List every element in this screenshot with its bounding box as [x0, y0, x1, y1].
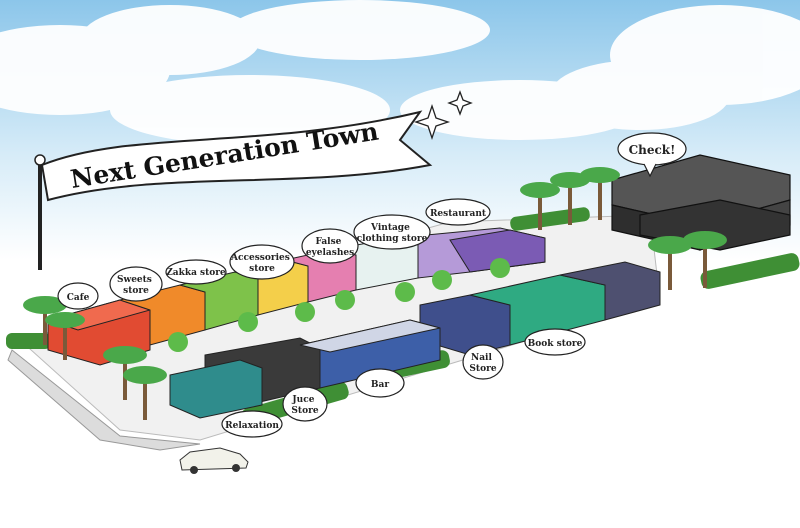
building-highlight — [611, 154, 791, 251]
store-label-book: Book store — [524, 328, 586, 356]
banner-flag — [40, 110, 433, 202]
svg-text:Juce Store: Juce Store — [291, 395, 318, 416]
sparkle-icon — [413, 90, 473, 141]
store-label-false-eyelashes: False eyelashes — [301, 228, 359, 264]
store-label-vintage: Vintage clothing store — [353, 214, 431, 250]
banner-pole — [38, 160, 42, 270]
svg-text:Vintage clothing store: Vintage clothing store — [357, 223, 428, 244]
store-label-nail: Nail Store — [462, 344, 504, 380]
car-icon — [179, 447, 249, 474]
store-label-accessories: Accessories store — [229, 244, 295, 280]
round-trees — [168, 258, 510, 352]
svg-text:False eyelashes: False eyelashes — [306, 237, 354, 258]
svg-text:Nail Store: Nail Store — [469, 353, 496, 374]
svg-text:Sweets store: Sweets store — [117, 275, 155, 296]
check-label: Check! — [629, 143, 676, 157]
store-label-bar: Bar — [355, 368, 405, 398]
front-right-shops — [419, 261, 661, 356]
store-label-juice: Juce Store — [282, 386, 328, 422]
check-callout: Check! — [617, 132, 687, 178]
clouds — [0, 0, 800, 145]
svg-text:Book store: Book store — [528, 339, 583, 349]
store-label-relaxation: Relaxation — [221, 410, 283, 438]
svg-text:Zakka store: Zakka store — [166, 268, 226, 278]
svg-text:Relaxation: Relaxation — [225, 421, 279, 431]
svg-text:Accessories store: Accessories store — [230, 253, 293, 274]
building-juice — [169, 359, 263, 419]
front-left-shops — [169, 319, 441, 419]
curb-lower — [7, 349, 201, 451]
store-label-cafe: Cafe — [57, 282, 99, 310]
svg-text:Cafe: Cafe — [67, 293, 90, 303]
svg-text:Restaurant: Restaurant — [430, 209, 487, 219]
store-label-zakka: Zakka store — [165, 259, 227, 285]
store-label-restaurant: Restaurant — [425, 198, 491, 226]
svg-text:Bar: Bar — [371, 380, 389, 390]
palm-trees — [23, 167, 727, 420]
store-label-sweets: Sweets store — [109, 266, 163, 302]
